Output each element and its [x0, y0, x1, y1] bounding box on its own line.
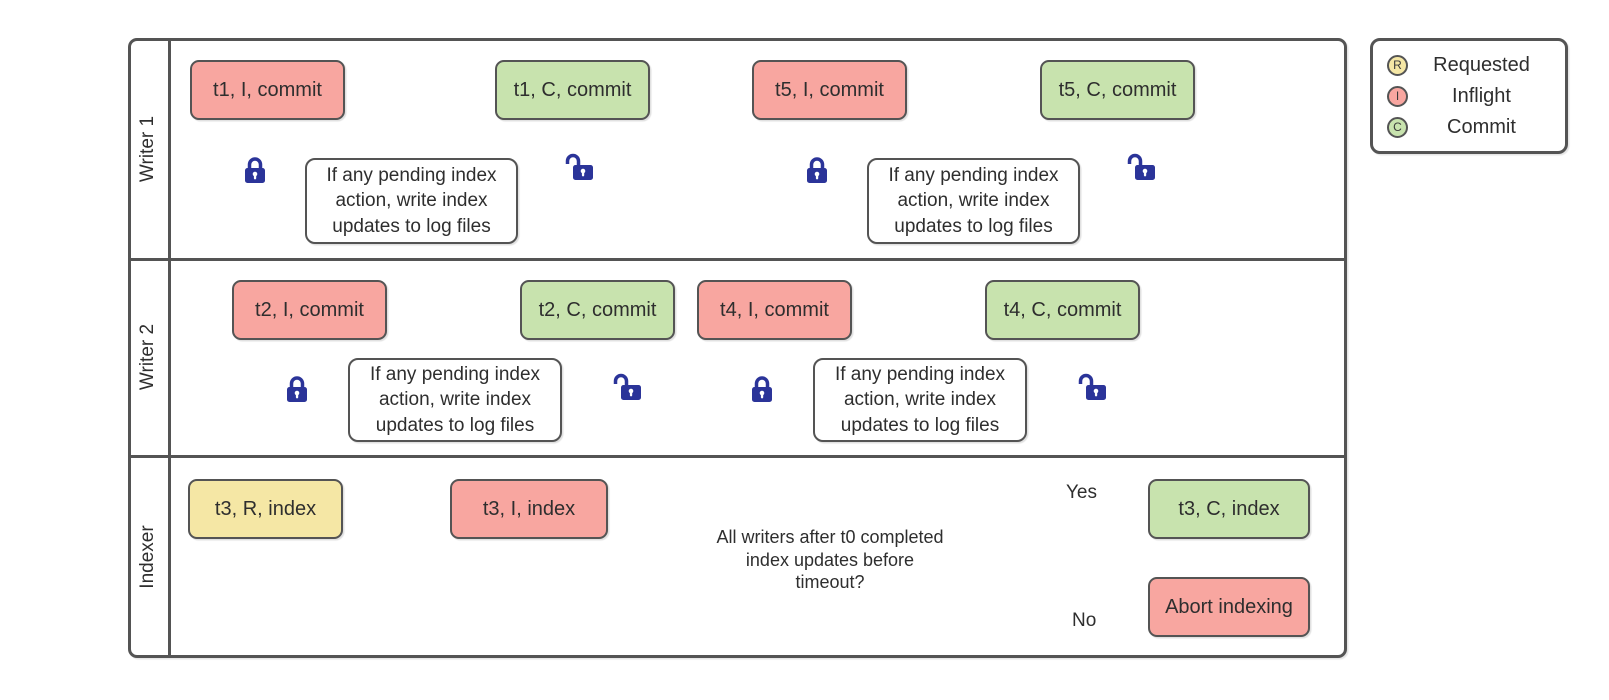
node-t1-action: If any pending index action, write index… — [305, 158, 518, 244]
commit-state-icon: C — [1387, 116, 1408, 138]
decision-label: All writers after t0 completed index upd… — [716, 527, 944, 592]
requested-state-icon: R — [1387, 54, 1408, 76]
legend-letter: R — [1393, 58, 1402, 72]
lock-open-icon — [612, 372, 641, 402]
node-abort-indexing: Abort indexing — [1148, 577, 1310, 637]
legend-label: Requested — [1433, 53, 1530, 76]
node-t4-inflight: t4, I, commit — [697, 280, 852, 340]
legend-letter: I — [1395, 89, 1400, 103]
legend-row-inflight: I Inflight — [1387, 83, 1555, 109]
node-t5-inflight: t5, I, commit — [752, 60, 907, 120]
node-t2-action: If any pending index action, write index… — [348, 358, 562, 442]
legend-row-requested: R Requested — [1387, 52, 1555, 78]
node-t4-commit: t4, C, commit — [985, 280, 1140, 340]
lock-open-icon — [1126, 152, 1155, 182]
branch-yes-label: Yes — [1066, 482, 1097, 503]
lock-open-icon — [564, 152, 593, 182]
lock-closed-icon — [749, 374, 775, 404]
lock-open-icon — [1077, 372, 1106, 402]
node-t4-action: If any pending index action, write index… — [813, 358, 1027, 442]
swimlane-container — [128, 38, 1347, 658]
branch-no-label: No — [1072, 610, 1097, 631]
lock-closed-icon — [242, 155, 268, 185]
legend-row-commit: C Commit — [1387, 114, 1555, 140]
node-t5-commit: t5, C, commit — [1040, 60, 1195, 120]
legend-label: Inflight — [1452, 84, 1511, 107]
lock-closed-icon — [284, 374, 310, 404]
legend: R Requested I Inflight C Commit — [1370, 38, 1568, 154]
inflight-state-icon: I — [1387, 85, 1408, 107]
legend-letter: C — [1393, 120, 1402, 134]
lane-label-indexer: Indexer — [137, 525, 158, 589]
legend-label: Commit — [1447, 115, 1516, 138]
node-t3-inflight: t3, I, index — [450, 479, 608, 539]
node-t5-action: If any pending index action, write index… — [867, 158, 1080, 244]
lane-label-divider — [168, 38, 171, 658]
lane-divider-1 — [128, 258, 1347, 261]
lane-label-writer-1: Writer 1 — [137, 115, 158, 183]
node-t3-requested: t3, R, index — [188, 479, 343, 539]
node-t1-commit: t1, C, commit — [495, 60, 650, 120]
node-t2-commit: t2, C, commit — [520, 280, 675, 340]
node-t1-inflight: t1, I, commit — [190, 60, 345, 120]
lane-label-writer-2: Writer 2 — [137, 323, 158, 391]
lock-closed-icon — [804, 155, 830, 185]
node-t3-commit: t3, C, index — [1148, 479, 1310, 539]
lane-divider-2 — [128, 455, 1347, 458]
node-t2-inflight: t2, I, commit — [232, 280, 387, 340]
